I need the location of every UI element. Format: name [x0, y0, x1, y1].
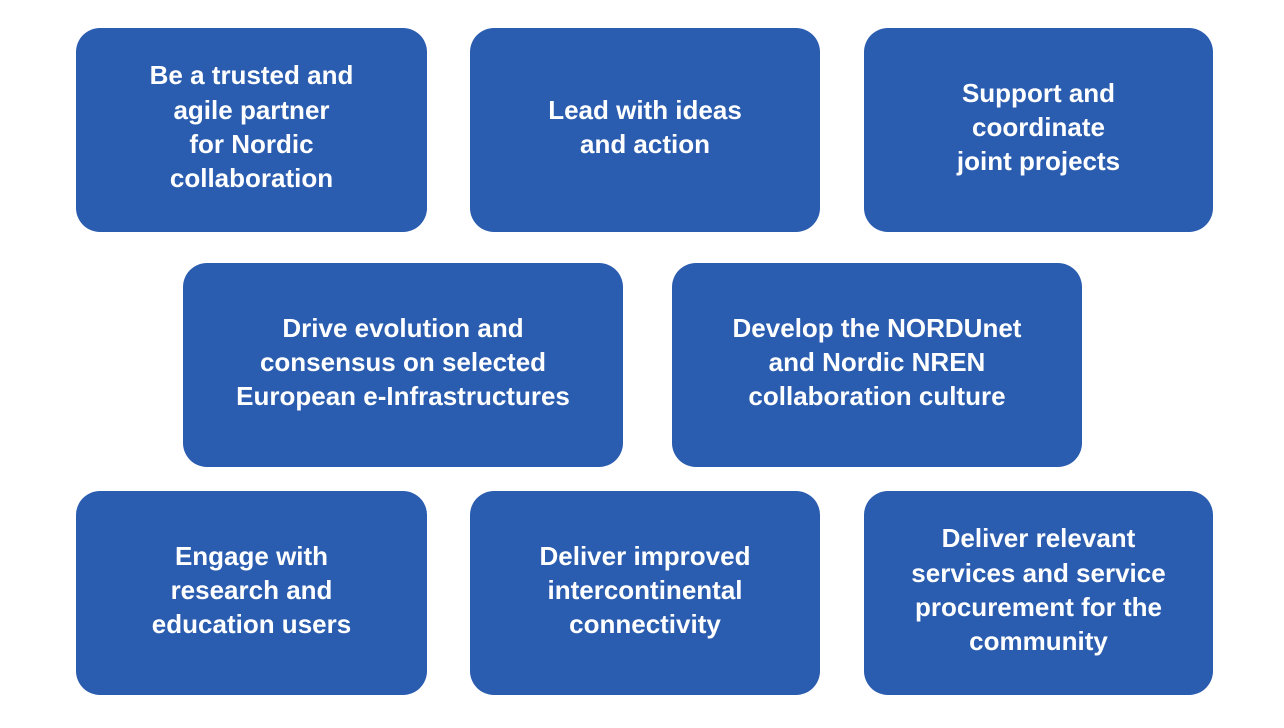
goal-box-support-coordinate: Support and coordinate joint projects [864, 28, 1213, 232]
goal-box-label: Support and coordinate joint projects [956, 77, 1121, 177]
goal-box-trusted-partner: Be a trusted and agile partner for Nordi… [76, 28, 427, 232]
goal-box-label: Lead with ideas and action [548, 94, 742, 159]
goal-box-label: Drive evolution and consensus on selecte… [236, 312, 570, 412]
goal-box-develop-culture: Develop the NORDUnet and Nordic NREN col… [672, 263, 1082, 467]
goal-box-services-procurement: Deliver relevant services and service pr… [864, 491, 1213, 695]
goal-box-drive-evolution: Drive evolution and consensus on selecte… [183, 263, 623, 467]
goal-box-intercontinental: Deliver improved intercontinental connec… [470, 491, 820, 695]
goal-box-label: Be a trusted and agile partner for Nordi… [149, 60, 354, 194]
goal-box-label: Engage with research and education users [151, 540, 352, 640]
goal-box-label: Develop the NORDUnet and Nordic NREN col… [732, 312, 1022, 412]
goal-box-lead-ideas-action: Lead with ideas and action [470, 28, 820, 232]
goal-box-engage-users: Engage with research and education users [76, 491, 427, 695]
goal-box-label: Deliver improved intercontinental connec… [539, 540, 751, 640]
goal-box-label: Deliver relevant services and service pr… [911, 523, 1166, 657]
